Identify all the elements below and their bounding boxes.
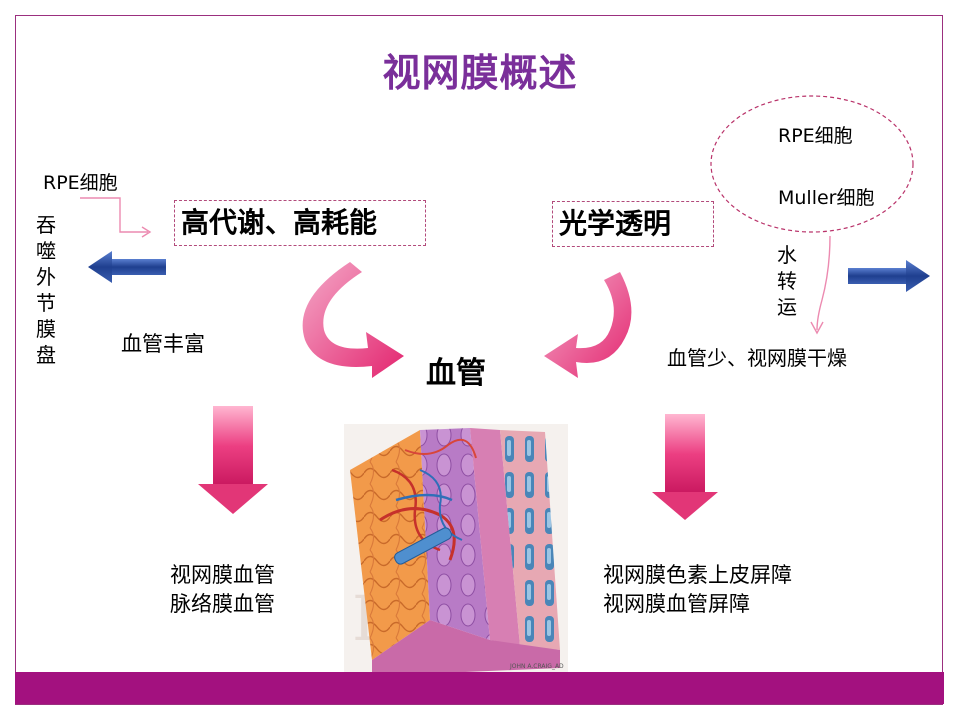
curved-arrow-right	[544, 272, 632, 378]
vessel-few-label: 血管少、视网膜干燥	[667, 346, 847, 370]
rpe-connector-left	[80, 197, 148, 233]
ellipse-item-rpe: RPE细胞	[778, 125, 853, 147]
rpe-label-left: RPE细胞	[43, 172, 118, 194]
optical-transparency-box: 光学透明	[552, 201, 714, 247]
blue-arrow-right	[848, 260, 930, 292]
high-metabolism-box: 高代谢、高耗能	[174, 200, 426, 246]
vessel-rich-label: 血管丰富	[121, 332, 205, 356]
water-transport-vertical-text: 水转运	[777, 243, 797, 319]
left-result-line-2: 脉络膜血管	[170, 592, 275, 616]
right-result-line-1: 视网膜色素上皮屏障	[603, 563, 792, 587]
right-result-line-2: 视网膜血管屏障	[603, 592, 750, 616]
left-result-line-1: 视网膜血管	[170, 563, 275, 587]
footer-bar	[15, 672, 944, 704]
water-transport-connector	[816, 235, 831, 331]
retina-illustration: E F JOHN A.CRAIG_AD	[344, 424, 568, 676]
curved-arrow-left	[302, 262, 404, 378]
ellipse-item-muller: Muller细胞	[778, 187, 875, 209]
down-arrow-right	[652, 414, 718, 520]
illustration-signature: JOHN A.CRAIG_AD	[509, 663, 564, 670]
phagocytosis-vertical-text: 吞噬外节膜盘	[36, 213, 56, 367]
blue-arrow-left	[88, 251, 166, 283]
page-title: 视网膜概述	[382, 50, 578, 95]
vessel-center-label: 血管	[426, 356, 486, 391]
down-arrow-left	[198, 406, 268, 514]
cell-ellipse	[710, 95, 914, 233]
slide-frame	[15, 15, 943, 705]
